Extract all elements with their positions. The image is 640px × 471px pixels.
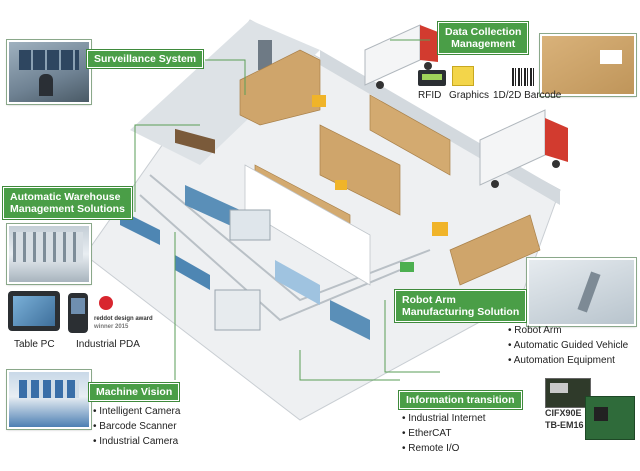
tb-em16-caption: TB-EM16 <box>545 420 584 430</box>
warehouse-photo <box>7 224 91 284</box>
cifx-module-image <box>545 378 591 408</box>
tablet-pc-caption: Table PC <box>14 339 55 350</box>
desk <box>175 128 215 154</box>
forklift <box>312 95 448 236</box>
reddot-award-icon <box>99 296 113 310</box>
cargo-box-photo <box>540 34 636 96</box>
shipping-label <box>600 50 622 64</box>
machine-vision-bullets: Intelligent Camera Barcode Scanner Indus… <box>93 404 180 449</box>
machine-vision-photo <box>7 370 91 429</box>
operator-figure <box>39 74 53 96</box>
surveillance-camera-icon <box>19 50 79 70</box>
industrial-pda-caption: Industrial PDA <box>76 339 140 350</box>
cifx-module-caption: CIFX90E <box>545 408 582 418</box>
graphics-icon <box>452 66 474 86</box>
barcode-icon <box>512 68 536 86</box>
bullet-industrial-internet: Industrial Internet <box>402 411 485 426</box>
bullet-agv: Automatic Guided Vehicle <box>508 338 629 353</box>
information-bullets: Industrial Internet EtherCAT Remote I/O <box>402 411 486 456</box>
floor-lane <box>139 194 401 322</box>
industrial-pda-image <box>68 293 88 333</box>
partition-wall <box>244 164 371 286</box>
rfid-label: RFID <box>418 90 442 101</box>
bullet-remote-io: Remote I/O <box>402 441 486 456</box>
connector-lines <box>134 39 440 381</box>
back-wall-left <box>130 20 320 165</box>
bullet-intelligent-camera: Intelligent Camera <box>93 404 180 419</box>
bullet-industrial-camera: Industrial Camera <box>93 434 180 449</box>
bullet-barcode-scanner: Barcode Scanner <box>93 419 180 434</box>
floor-lane <box>149 174 431 302</box>
barcode-caption: 1D/2D Barcode <box>493 90 562 101</box>
bullet-robot-arm: Robot Arm <box>508 323 628 338</box>
award-text-line2: winner 2015 <box>94 324 129 330</box>
surveillance-system-label: Surveillance System <box>87 50 204 68</box>
robot-arm-label: Robot Arm Manufacturing Solution <box>395 290 527 322</box>
award-text-line1: reddot design award <box>94 316 153 322</box>
agv <box>400 262 414 272</box>
robot-arm-photo <box>527 258 636 326</box>
tablet-pc-image <box>8 291 60 331</box>
truck-right <box>479 109 568 188</box>
tb-em16-board-image <box>585 396 635 440</box>
warehouse-solutions-label: Automatic Warehouse Management Solutions <box>3 187 132 219</box>
robot-arm-icon <box>577 271 601 313</box>
machine-vision-label: Machine Vision <box>89 383 180 401</box>
information-transition-label: Information transition <box>399 391 522 409</box>
rfid-reader-icon <box>418 70 446 86</box>
bullet-ethercat: EtherCAT <box>402 426 486 441</box>
bullet-automation-equipment: Automation Equipment <box>508 353 628 368</box>
surveillance-room-photo <box>7 40 91 104</box>
graphics-caption: Graphics <box>449 90 490 101</box>
robot-arm-bullets: Robot Arm Automatic Guided Vehicle Autom… <box>508 323 629 368</box>
data-collection-label: Data Collection Management <box>438 22 529 54</box>
server-rack <box>258 40 272 70</box>
